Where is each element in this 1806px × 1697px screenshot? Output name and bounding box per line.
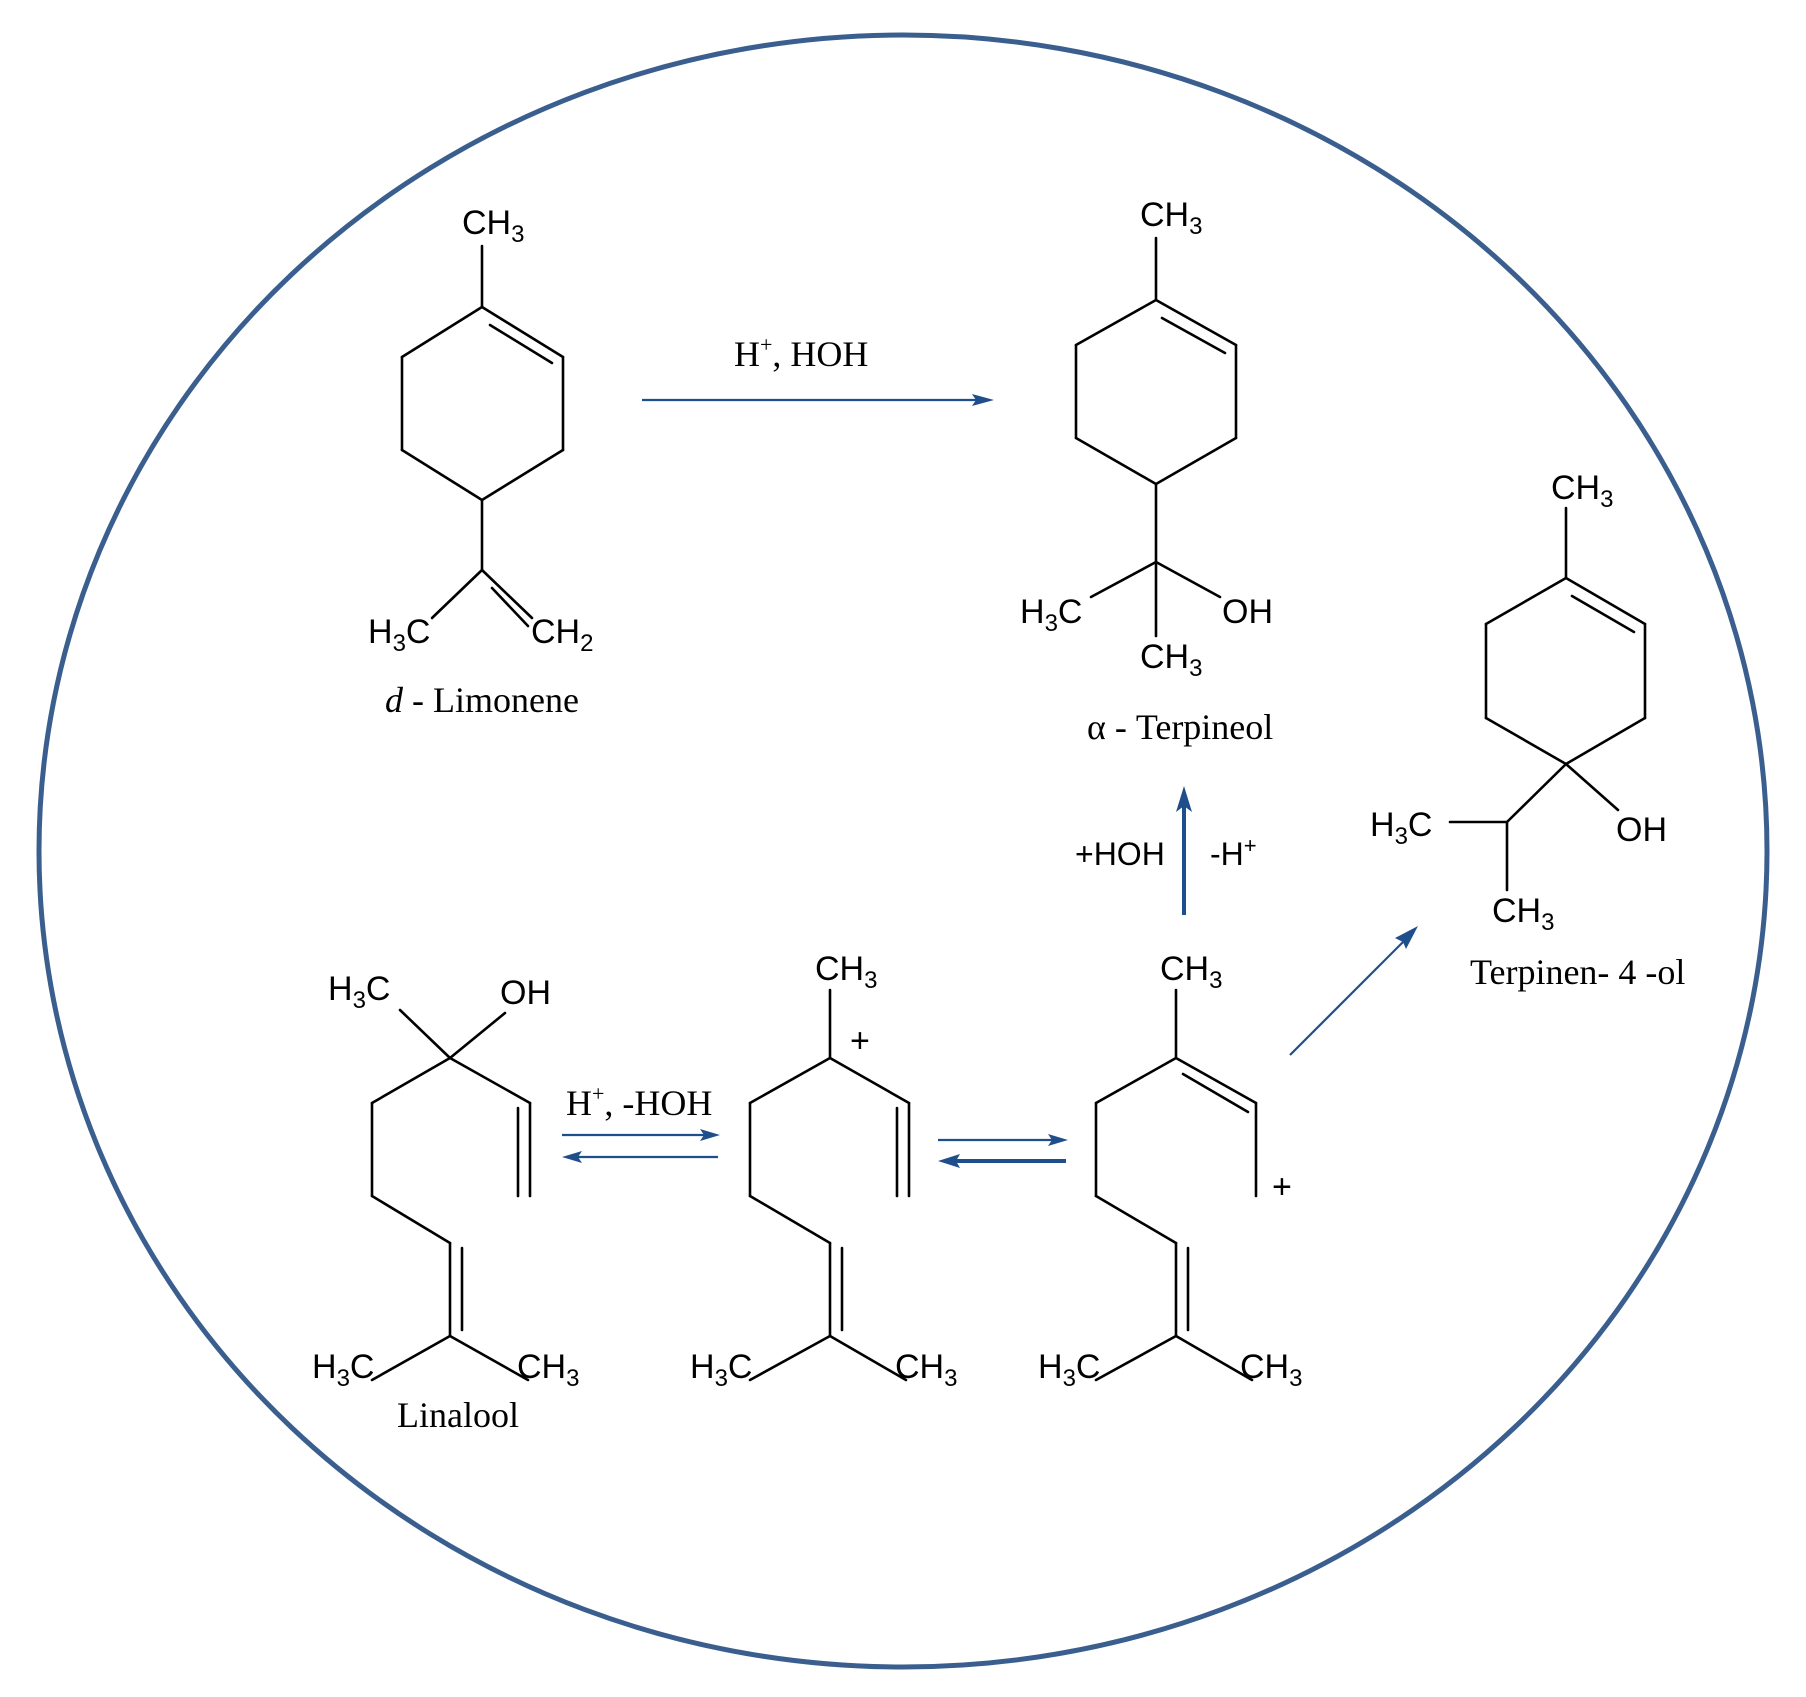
condition-linalool-to-cation: H+, -HOH xyxy=(566,1081,712,1123)
condition-minus-h: -H+ xyxy=(1210,833,1257,872)
linalool-name: Linalool xyxy=(397,1395,519,1435)
limonene-ch2-label: CH2 xyxy=(531,613,593,657)
terpinen4ol-ch3-top-label: CH3 xyxy=(1551,469,1613,513)
arrow-cation-reverse-head xyxy=(938,1154,960,1168)
cation2-ch3-bottom-label: CH3 xyxy=(1240,1348,1302,1392)
limonene-h3c-label: H3C xyxy=(368,613,430,657)
arrow-cation-to-terpinen4ol xyxy=(1289,939,1406,1056)
arrow-cation-forward-head xyxy=(1048,1134,1068,1146)
terpineol-oh-label: OH xyxy=(1222,593,1273,631)
terpineol-h3c-label: H3C xyxy=(1020,593,1082,637)
limonene-name: d - Limonene xyxy=(385,680,579,720)
cation2-ch3-label: CH3 xyxy=(1160,950,1222,994)
arrow-linalool-reverse-head xyxy=(562,1151,582,1163)
cation1-plus-label: + xyxy=(850,1022,870,1060)
limonene-ch3-label: CH3 xyxy=(462,204,524,248)
condition-plus-hoh: +HOH xyxy=(1075,836,1165,872)
linalool-h3c-top-label: H3C xyxy=(328,970,390,1014)
linalool-h3c-bottom-label: H3C xyxy=(312,1348,374,1392)
terpinen4ol-h3c-label: H3C xyxy=(1370,806,1432,850)
linalool-structure xyxy=(370,1008,532,1382)
condition-limonene-to-terpineol: H+, HOH xyxy=(734,332,868,374)
cation1-h3c-label: H3C xyxy=(690,1348,752,1392)
terpineol-structure xyxy=(1074,236,1238,638)
terpineol-ch3-bottom-label: CH3 xyxy=(1140,638,1202,682)
linalool-ch3-bottom-label: CH3 xyxy=(517,1348,579,1392)
terpinen4ol-ch3-bottom-label: CH3 xyxy=(1492,892,1554,936)
terpineol-ch3-top-label: CH3 xyxy=(1140,196,1202,240)
terpinen4ol-name: Terpinen- 4 -ol xyxy=(1470,952,1685,992)
cation1-structure xyxy=(748,988,911,1382)
terpineol-name: α - Terpineol xyxy=(1087,707,1273,747)
cation2-plus-label: + xyxy=(1272,1168,1292,1206)
terpinen4ol-structure xyxy=(1448,506,1647,892)
cation2-structure xyxy=(1094,988,1258,1382)
cation1-ch3-bottom-label: CH3 xyxy=(895,1348,957,1392)
arrow-linalool-forward-head xyxy=(700,1129,720,1141)
terpinen4ol-oh-label: OH xyxy=(1616,811,1667,849)
arrow-cation-to-terpineol-head xyxy=(1176,786,1192,812)
arrow-cation-to-terpinen4ol-head xyxy=(1395,926,1418,949)
linalool-oh-label: OH xyxy=(500,974,551,1012)
limonene-structure xyxy=(400,244,565,628)
outer-circle xyxy=(36,32,1770,1670)
arrow-limonene-to-terpineol-head xyxy=(972,394,994,406)
cation2-h3c-label: H3C xyxy=(1038,1348,1100,1392)
cation1-ch3-label: CH3 xyxy=(815,950,877,994)
